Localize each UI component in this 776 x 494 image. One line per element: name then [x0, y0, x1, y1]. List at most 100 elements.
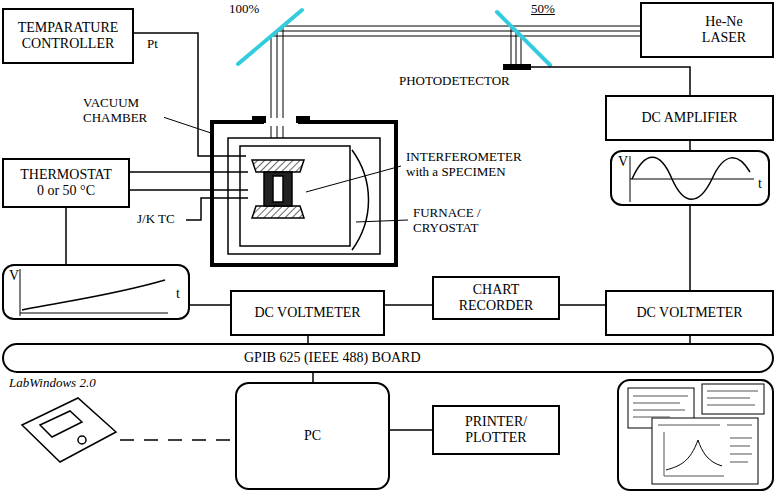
wire: [130, 33, 246, 156]
signal-display: Vt: [2, 264, 190, 320]
signal-line: [560, 304, 605, 306]
voltmeter-box: DC VOLTMETER: [230, 290, 385, 336]
signal-line: [689, 206, 691, 290]
part-label: PHOTODETECTOR: [398, 74, 511, 89]
printout-illustration: [664, 432, 665, 476]
box-label: PC: [304, 428, 321, 444]
floppy-disk: [40, 411, 82, 437]
photodetector-symbol: [503, 64, 531, 70]
laser-beams: [511, 26, 512, 64]
mirror: [238, 10, 550, 65]
floppy-disk: [22, 398, 232, 462]
interferometer: [252, 160, 304, 172]
box-label: CHART RECORDER: [448, 282, 544, 314]
photodetector-symbol: [531, 67, 690, 95]
box-label: 0 or 50 °C: [37, 183, 95, 199]
printout-illustration: [633, 391, 758, 476]
floppy-disk: [78, 436, 86, 444]
box-label: He-Ne LASER: [692, 14, 756, 46]
printout-illustration: [702, 384, 764, 414]
signal-line: [65, 208, 67, 264]
box-label: DC VOLTMETER: [636, 305, 742, 321]
floppy-disk: [120, 439, 232, 441]
thermostat-box: THERMOSTAT0 or 50 °C: [2, 158, 130, 208]
vacuum-chamber: [352, 150, 369, 250]
interferometer: [252, 160, 304, 218]
signal-line: [390, 429, 432, 431]
laser-box: He-Ne LASER: [640, 2, 774, 58]
printout-illustration: [658, 425, 720, 426]
laser-beams: [283, 26, 640, 27]
vacuum-chamber: [296, 116, 310, 123]
axis-label: t: [176, 286, 180, 302]
laser-beams: [277, 31, 640, 32]
laser-beams: [271, 36, 640, 37]
printout-illustration: [707, 398, 750, 399]
gpib-bus: GPIB 625 (IEEE 488) BOARD: [2, 343, 774, 373]
box-label: TEMPARATURE CONTROLLER: [8, 20, 128, 52]
signal-line: [312, 373, 314, 382]
leader-line: [306, 166, 401, 192]
printout-illustration: [633, 417, 670, 418]
printout-illustration: [633, 410, 685, 411]
pc-box: PC: [235, 382, 390, 490]
signal-line: [689, 336, 691, 343]
axis-label: V: [9, 268, 19, 284]
photodetector-symbol: [503, 64, 690, 95]
signal-trace: [20, 313, 168, 314]
signal-line: [689, 141, 691, 150]
leader-line: [356, 220, 408, 222]
printout-illustration: [730, 446, 750, 447]
part-label: FURNACE / CRYOSTAT: [412, 206, 506, 236]
floppy-disk: [22, 398, 116, 462]
signal-display: Vt: [610, 150, 770, 206]
printout-illustration: [730, 462, 748, 463]
controller-box: TEMPARATURE CONTROLLER: [2, 8, 134, 64]
amplifier-box: DC AMPLIFIER: [605, 95, 774, 141]
printout-illustration: [633, 396, 688, 397]
leader-line: [160, 116, 408, 222]
mirror: [497, 12, 550, 65]
printout-illustration: [618, 380, 773, 490]
mirror: [238, 10, 302, 64]
printout-illustration: [707, 391, 758, 392]
signal-line: [190, 304, 230, 306]
printout-illustration: [730, 454, 752, 455]
vacuum-chamber: [264, 118, 298, 126]
signal-trace: [20, 269, 21, 316]
signal-trace: [630, 179, 754, 180]
part-label: VACUUM CHAMBER: [82, 96, 164, 126]
printout-illustration: [618, 380, 773, 490]
printout-illustration: [633, 403, 680, 404]
box-label: DC AMPLIFIER: [641, 110, 737, 126]
printout-illustration: [727, 425, 752, 426]
software-label: LabWindows 2.0: [8, 376, 97, 391]
leader-line: [160, 116, 214, 134]
recorder-box: CHART RECORDER: [432, 276, 560, 320]
box-label: THERMOSTAT: [20, 167, 111, 183]
wire: [130, 171, 248, 173]
signal-trace: [22, 280, 165, 310]
part-label: INTERFEROMETER with a SPECIMEN: [405, 150, 547, 180]
interferometer: [264, 172, 292, 206]
box-label: PRINTER/ PLOTTER: [448, 414, 544, 446]
wire: [186, 198, 248, 220]
vacuum-chamber: [252, 116, 266, 123]
laser-beams: [516, 31, 517, 64]
printout-illustration: [730, 438, 752, 439]
sensor-label: Pt: [146, 37, 159, 52]
mirror-label: 100%: [228, 2, 260, 17]
box-label: GPIB 625 (IEEE 488) BOARD: [244, 350, 421, 366]
printout-illustration: [652, 418, 758, 484]
interferometer: [273, 176, 283, 202]
vacuum-chamber: [240, 146, 350, 246]
printer-box: PRINTER/ PLOTTER: [432, 405, 560, 455]
vacuum-chamber: [212, 122, 396, 265]
axis-label: V: [618, 154, 628, 170]
sensor-label: J/K TC: [136, 212, 176, 227]
wire: [130, 33, 248, 220]
signal-trace: [632, 157, 750, 199]
printout-illustration: [707, 405, 755, 406]
interferometer: [252, 206, 304, 218]
